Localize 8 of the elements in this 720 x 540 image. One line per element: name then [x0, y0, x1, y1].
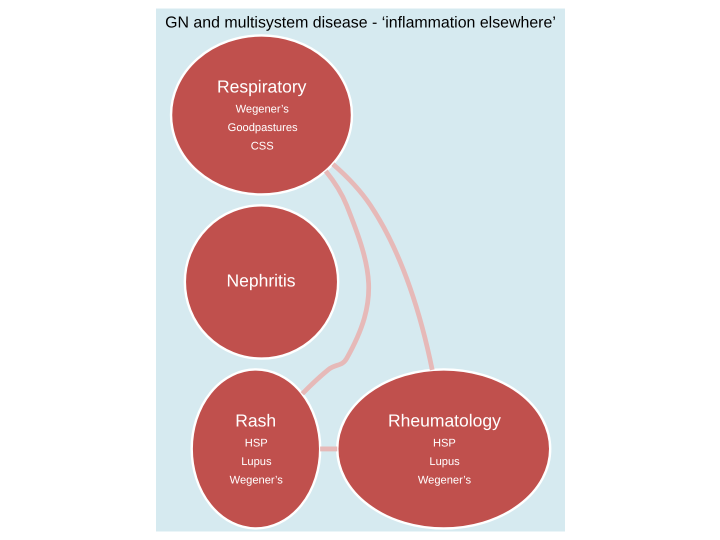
node-ellipse: Rash HSP Lupus Wegener’s: [190, 368, 321, 530]
node-circle: Nephritis: [183, 204, 339, 360]
connector: [300, 170, 370, 396]
node-ellipse: Respiratory Wegener’s Goodpastures CSS: [169, 34, 353, 196]
connector: [320, 446, 337, 452]
diagram-title: GN and multisystem disease - ‘inflammation elsewhere’: [164, 14, 556, 32]
connector: [330, 162, 434, 370]
node-ellipse: Rheumatology HSP Lupus Wegener’s: [336, 368, 551, 530]
